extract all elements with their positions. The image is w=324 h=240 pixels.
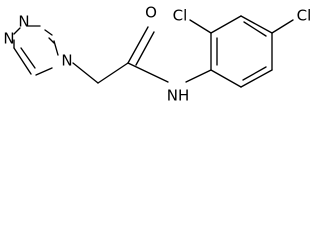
bond-n4-ch2 <box>72 62 99 84</box>
structure-canvas: N N N O NH Cl Cl <box>0 0 324 108</box>
bond-c5-c1-double <box>20 47 36 69</box>
bond-b2-b3 <box>210 15 242 34</box>
bond-c3-n2-double <box>48 37 55 44</box>
bond-c5-c1 <box>13 47 32 75</box>
bond-b4-cl <box>271 19 294 34</box>
bond-c5-n1 <box>13 27 21 35</box>
bond-c3-n4 <box>53 40 59 56</box>
atom-oxygen: O <box>145 4 157 22</box>
bond-n2-c3 <box>44 29 53 36</box>
bond-b3-b4 <box>240 15 273 34</box>
bond-carbonyl-o-double <box>135 31 155 66</box>
bond-carbonyl-nh <box>127 62 169 83</box>
bond-b5-b6-double <box>242 66 267 81</box>
bond-carbonyl-o <box>127 26 149 64</box>
bond-b3-b4-double <box>243 21 267 37</box>
bond-b2-cl <box>189 19 212 34</box>
bond-n4-c5 <box>35 67 53 76</box>
bond-b6-b1 <box>210 69 242 88</box>
benzene-ring <box>189 15 294 88</box>
chemical-structure: N N N O NH Cl Cl <box>3 4 312 105</box>
bond-ch2-carbonyl <box>97 62 129 84</box>
atom-chlorine-ortho: Cl <box>173 7 188 25</box>
atom-n-triazole-2: N <box>3 30 14 48</box>
atom-n-triazole-1: N <box>18 13 29 31</box>
bond-nh-aryl <box>185 69 212 83</box>
atom-n-triazole-4: N <box>61 52 72 70</box>
triazole-ring <box>13 25 59 76</box>
atom-chlorine-para: Cl <box>297 7 312 25</box>
acetamide-linker <box>72 26 212 84</box>
atom-amide-nh: NH <box>167 87 190 105</box>
bond-b5-b6 <box>240 69 273 88</box>
